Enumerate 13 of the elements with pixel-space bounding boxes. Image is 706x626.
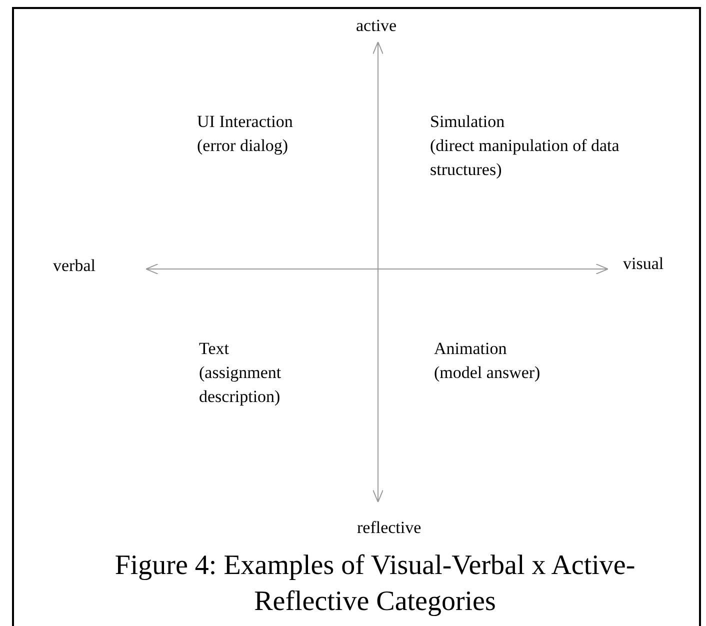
category-heading: Animation xyxy=(434,338,507,360)
figure-caption: Figure 4: Examples of Visual-Verbal x Active-Reflective Categories xyxy=(114,549,636,619)
category-example: (assignment description) xyxy=(199,362,282,408)
category-heading: Simulation xyxy=(430,111,505,133)
axis-label: verbal xyxy=(53,255,96,277)
category-example: (model answer) xyxy=(434,362,540,384)
category-example: (error dialog) xyxy=(197,135,288,157)
category-heading: Text xyxy=(199,338,229,360)
category-heading: UI Interaction xyxy=(197,111,293,133)
axis-label: visual xyxy=(623,253,664,275)
axis-label: reflective xyxy=(357,517,422,539)
category-example: (direct manipulation of data structures) xyxy=(430,135,620,181)
axis-label: active xyxy=(356,15,397,37)
